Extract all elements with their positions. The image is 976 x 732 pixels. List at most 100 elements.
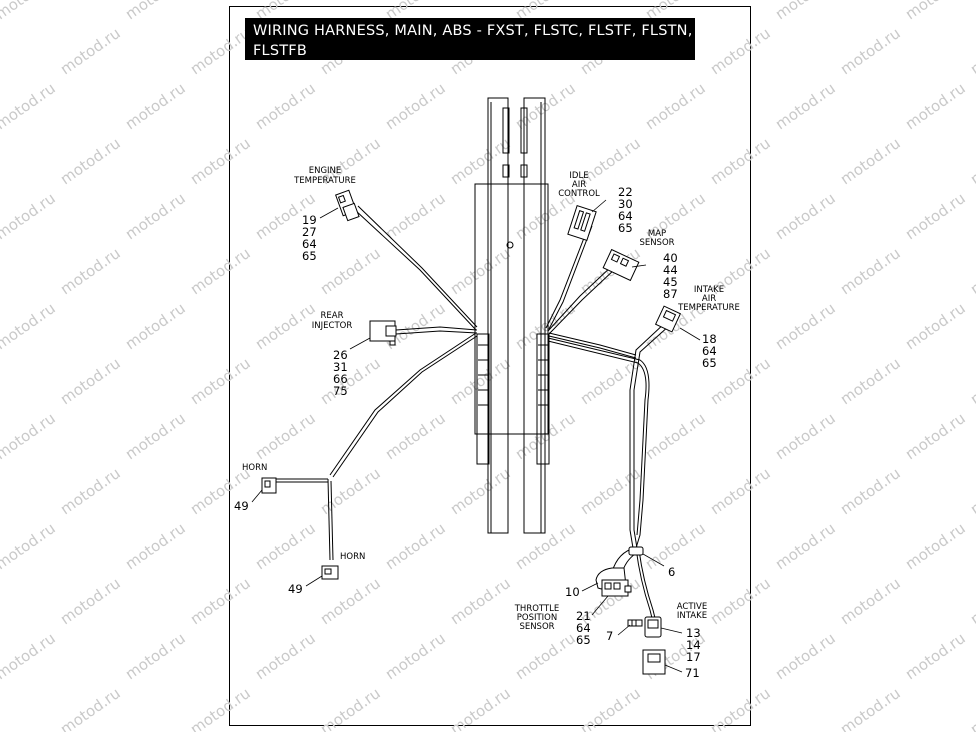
watermark-text: motod.ru — [317, 684, 384, 732]
engine-temperature-label-1: ENGINE — [309, 166, 342, 176]
watermark-text: motod.ru — [252, 79, 319, 133]
watermark-text: motod.ru — [0, 519, 59, 573]
watermark-text: motod.ru — [317, 574, 384, 628]
watermark-text: motod.ru — [122, 409, 189, 463]
watermark-text: motod.ru — [187, 24, 254, 78]
watermark-text: motod.ru — [967, 354, 976, 408]
active-intake-connector — [644, 616, 662, 638]
watermark-text: motod.ru — [512, 629, 579, 683]
watermark-text: motod.ru — [122, 189, 189, 243]
watermark-text: motod.ru — [902, 189, 969, 243]
intake-air-temperature-label-2: AIR — [702, 294, 716, 304]
watermark-text: motod.ru — [122, 299, 189, 353]
watermark-text: motod.ru — [57, 134, 124, 188]
throttle-position-sensor-label-2: POSITION — [517, 613, 557, 623]
engine-temperature-ref-4: 65 — [302, 249, 317, 263]
rear-injector-label-2: INJECTOR — [312, 321, 353, 331]
watermark-text: motod.ru — [772, 629, 839, 683]
watermark-text: motod.ru — [707, 134, 774, 188]
idle-air-control-label-2: AIR — [572, 180, 586, 190]
idle-air-control-label-3: CONTROL — [558, 189, 600, 199]
watermark-text: motod.ru — [0, 0, 59, 23]
watermark-text: motod.ru — [837, 134, 904, 188]
rear-injector-connector — [369, 320, 397, 346]
watermark-text: motod.ru — [772, 79, 839, 133]
connector-71 — [642, 649, 666, 675]
watermark-text: motod.ru — [967, 244, 976, 298]
watermark-text: motod.ru — [252, 409, 319, 463]
watermark-text: motod.ru — [382, 189, 449, 243]
watermark-text: motod.ru — [317, 464, 384, 518]
active-intake-ref-3: 17 — [686, 650, 701, 664]
engine-temperature-label-2: TEMPERATURE — [293, 176, 356, 186]
watermark-text: motod.ru — [642, 79, 709, 133]
idle-air-control-ref-1: 22 — [618, 185, 633, 199]
horn-upper-label: HORN — [242, 463, 267, 473]
throttle-position-sensor-connector — [601, 579, 632, 597]
watermark-text: motod.ru — [642, 409, 709, 463]
watermark-text: motod.ru — [252, 519, 319, 573]
watermark-text: motod.ru — [187, 574, 254, 628]
watermark-text: motod.ru — [902, 79, 969, 133]
map-sensor-connector — [602, 248, 640, 282]
throttle-position-sensor-ref-2: 64 — [576, 621, 591, 635]
watermark-text: motod.ru — [902, 0, 969, 23]
callout-7: 7 — [606, 629, 613, 643]
callout-71: 71 — [685, 666, 700, 680]
watermark-text: motod.ru — [967, 134, 976, 188]
watermark-text: motod.ru — [382, 409, 449, 463]
intake-air-temperature-ref-2: 64 — [702, 344, 717, 358]
intake-air-temperature-connector — [654, 305, 682, 333]
harness-clip-6 — [628, 546, 644, 556]
diagram-frame — [229, 6, 751, 726]
watermark-text: motod.ru — [187, 244, 254, 298]
watermark-text: motod.ru — [967, 24, 976, 78]
watermark-text: motod.ru — [837, 24, 904, 78]
leader-lines — [251, 199, 701, 673]
watermark-text: motod.ru — [707, 684, 774, 732]
watermark-text: motod.ru — [57, 464, 124, 518]
intake-air-temperature-ref-3: 65 — [702, 356, 717, 370]
engine-temperature-ref-3: 64 — [302, 237, 317, 251]
throttle-position-sensor-ref-1: 21 — [576, 609, 591, 623]
watermark-text: motod.ru — [0, 79, 59, 133]
watermark-text: motod.ru — [837, 244, 904, 298]
throttle-position-sensor-label-1: THROTTLE — [514, 604, 560, 614]
idle-air-control-ref-3: 64 — [618, 209, 633, 223]
watermark-text: motod.ru — [447, 134, 514, 188]
idle-air-control-ref-2: 30 — [618, 197, 633, 211]
engine-temperature-ref-2: 27 — [302, 225, 317, 239]
watermark-text: motod.ru — [57, 244, 124, 298]
watermark-text: motod.ru — [252, 299, 319, 353]
watermark-text: motod.ru — [902, 519, 969, 573]
watermark-text: motod.ru — [707, 574, 774, 628]
watermark-text: motod.ru — [447, 574, 514, 628]
watermark-text: motod.ru — [707, 354, 774, 408]
throttle-position-sensor-ref-3: 65 — [576, 633, 591, 647]
watermark-text: motod.ru — [57, 354, 124, 408]
map-sensor-label-1: MAP — [648, 229, 666, 239]
rear-injector-ref-3: 66 — [333, 372, 348, 386]
watermark-text: motod.ru — [772, 0, 839, 23]
throttle-position-sensor-label-3: SENSOR — [519, 622, 554, 632]
fitting-7 — [627, 619, 643, 627]
watermark-text: motod.ru — [902, 409, 969, 463]
watermark-text: motod.ru — [967, 574, 976, 628]
rear-injector-ref-4: 75 — [333, 384, 348, 398]
map-sensor-ref-4: 87 — [663, 287, 678, 301]
watermark-text: motod.ru — [57, 574, 124, 628]
intake-air-temperature-ref-1: 18 — [702, 332, 717, 346]
watermark-text: motod.ru — [57, 684, 124, 732]
watermark-text: motod.ru — [0, 189, 59, 243]
callout-10: 10 — [565, 585, 580, 599]
idle-air-control-connector — [567, 205, 597, 241]
watermark-text: motod.ru — [317, 244, 384, 298]
watermark-text: motod.ru — [122, 629, 189, 683]
watermark-text: motod.ru — [837, 684, 904, 732]
page-title: WIRING HARNESS, MAIN, ABS - FXST, FLSTC,… — [245, 18, 695, 60]
idle-air-control-label-1: IDLE — [569, 171, 588, 181]
watermark-text: motod.ru — [447, 464, 514, 518]
rear-injector-ref-1: 26 — [333, 348, 348, 362]
watermark-text: motod.ru — [382, 519, 449, 573]
